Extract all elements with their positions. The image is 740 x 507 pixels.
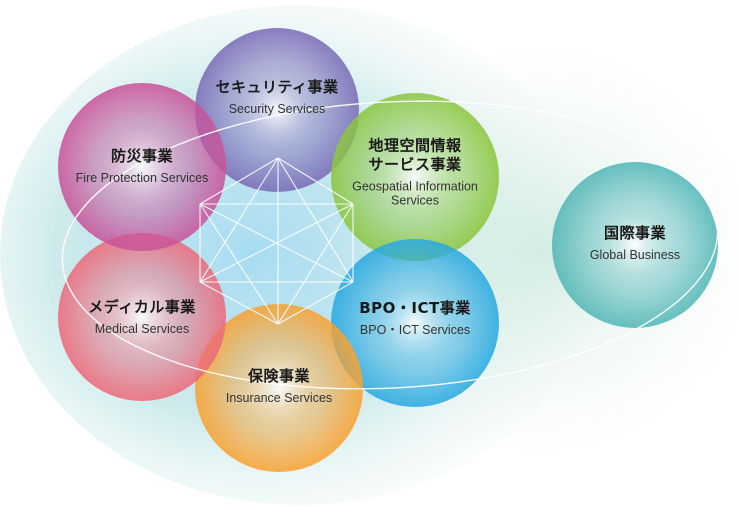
medical-circle	[58, 233, 226, 401]
fire-en: Fire Protection Services	[75, 171, 209, 185]
bpo-en: BPO・ICT Services	[359, 323, 471, 337]
network-line	[277, 157, 354, 205]
geospatial-jp: 地理空間情報 サービス事業	[368, 136, 462, 174]
network-line	[199, 203, 354, 283]
network-line	[277, 157, 354, 283]
network-line	[199, 281, 279, 325]
network-line	[199, 203, 279, 325]
security-jp: セキュリティ事業	[215, 78, 339, 96]
global-circle	[552, 162, 718, 328]
network-line	[277, 281, 354, 325]
security-circle	[195, 28, 359, 192]
medical-services-label: メディカル事業 Medical Services	[88, 298, 195, 336]
geospatial-circle	[331, 93, 499, 261]
bpo-ict-services-label: BPO・ICT事業 BPO・ICT Services	[359, 299, 471, 337]
insurance-jp: 保険事業	[247, 367, 310, 385]
orbit-ellipse	[61, 100, 719, 390]
global-business-label: 国際事業 Global Business	[590, 224, 680, 262]
insurance-services-label: 保険事業 Insurance Services	[226, 367, 332, 405]
network-line	[199, 157, 279, 283]
geospatial-en: Geospatial Information Services	[352, 179, 478, 208]
network-line	[277, 203, 354, 325]
security-en: Security Services	[228, 102, 326, 116]
security-services-label: セキュリティ事業 Security Services	[215, 78, 338, 116]
fire-protection-services-label: 防災事業 Fire Protection Services	[76, 147, 209, 185]
fire-jp: 防災事業	[110, 147, 173, 165]
network-line	[199, 157, 279, 205]
medical-jp: メディカル事業	[88, 298, 196, 316]
bpo-jp: BPO・ICT事業	[359, 299, 471, 317]
geospatial-services-label: 地理空間情報 サービス事業 Geospatial Information Ser…	[352, 137, 478, 208]
global-en: Global Business	[589, 248, 681, 262]
medical-en: Medical Services	[94, 322, 190, 336]
fire-circle	[58, 83, 226, 251]
global-jp: 国際事業	[603, 224, 667, 242]
insurance-en: Insurance Services	[225, 391, 333, 405]
bpo-circle	[331, 239, 499, 407]
insurance-circle	[195, 304, 363, 472]
